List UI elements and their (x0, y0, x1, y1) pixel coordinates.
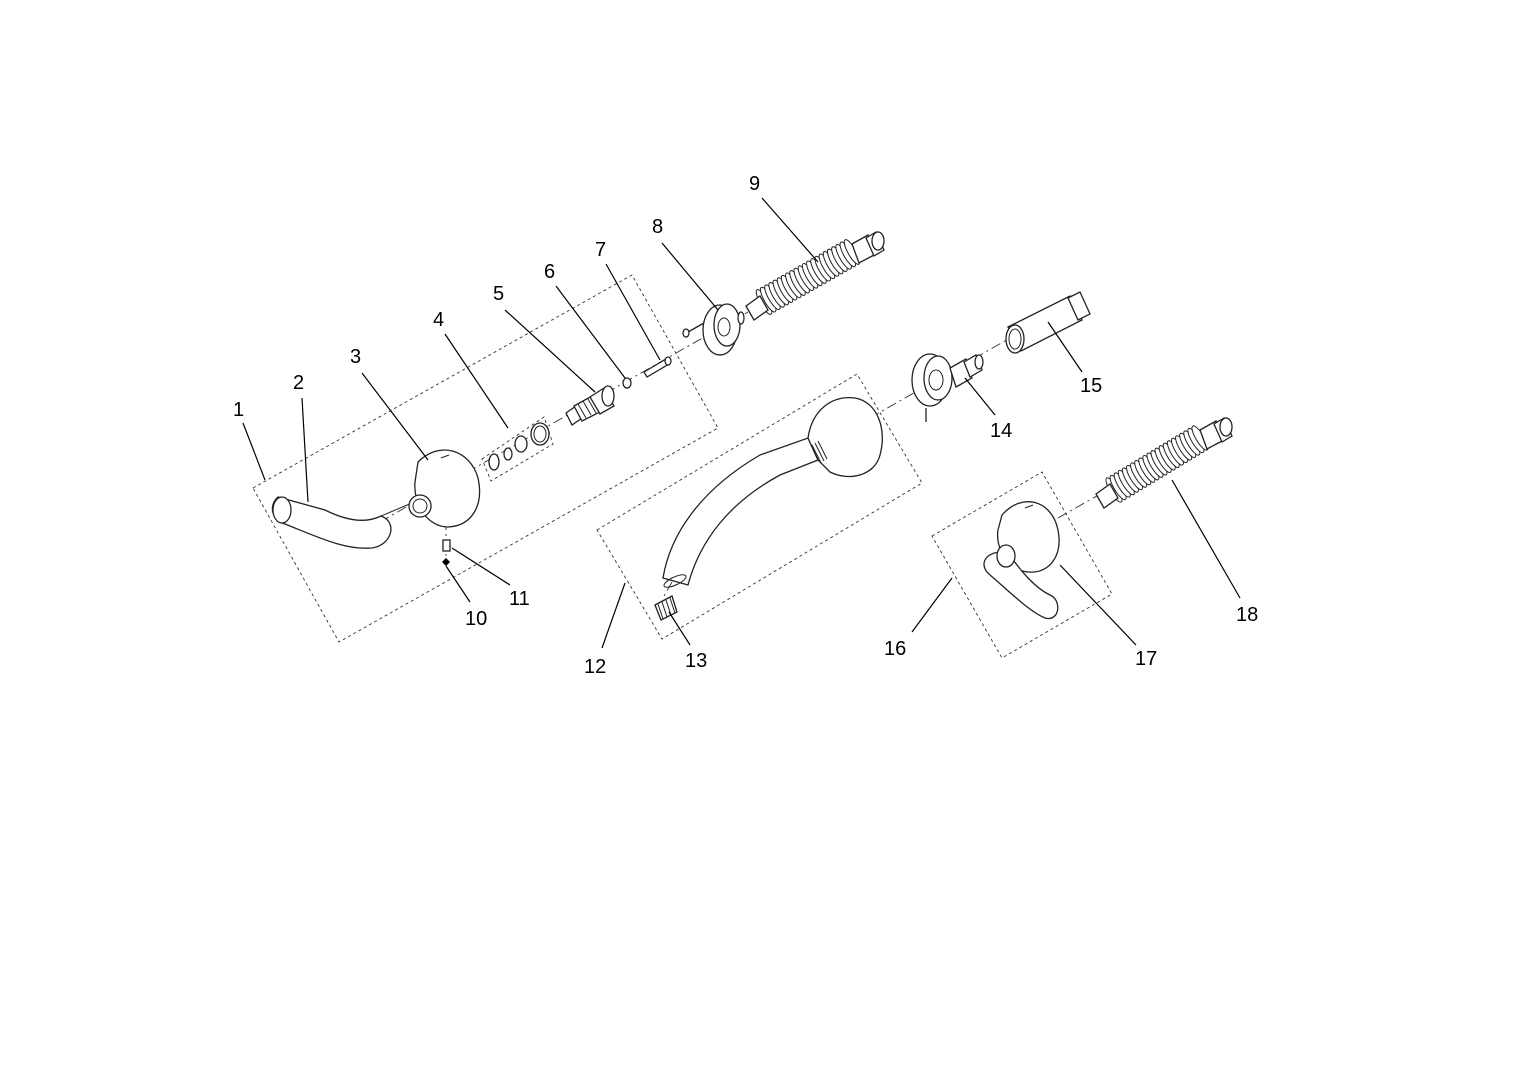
part-18-valve-body (1095, 417, 1233, 509)
callout-9: 9 (749, 173, 760, 195)
part-10-cap (442, 558, 450, 566)
leader-11 (451, 547, 511, 586)
callout-7: 7 (595, 239, 606, 261)
part-9-valve-body (745, 231, 885, 321)
part-18-ribs (1105, 425, 1209, 503)
axis-right-assembly (1057, 492, 1103, 519)
callout-16: 16 (884, 638, 906, 660)
part-9-ribs (755, 239, 861, 315)
part-11-grub-screw (442, 539, 451, 552)
callout-3: 3 (350, 346, 361, 368)
callout-15: 15 (1080, 375, 1102, 397)
leader-10 (445, 565, 471, 603)
group-box-12 (596, 373, 923, 640)
callout-11: 11 (509, 588, 530, 610)
part-2-lever-handle (271, 496, 413, 549)
callout-4: 4 (433, 309, 444, 331)
leader-6 (555, 285, 626, 379)
leader-16 (911, 577, 953, 633)
leader-13 (668, 611, 691, 646)
leader-7 (605, 263, 661, 361)
callout-14: 14 (990, 420, 1012, 442)
part-14-wall-flange (911, 353, 984, 422)
callout-17: 17 (1135, 648, 1157, 670)
leader-14 (964, 377, 996, 416)
callout-6: 6 (544, 261, 555, 283)
leader-5 (504, 309, 596, 393)
callout-18: 18 (1236, 604, 1258, 626)
part-16-lever-handle (983, 544, 1059, 620)
part-3-escutcheon (408, 449, 481, 528)
leader-lines (242, 197, 1241, 649)
leader-8 (661, 242, 719, 311)
leader-17 (1059, 564, 1137, 646)
part-13-aerator (654, 595, 678, 621)
callout-1: 1 (233, 399, 244, 421)
part-6-washer (622, 377, 632, 389)
group-box-4 (481, 416, 554, 482)
callout-2: 2 (293, 372, 304, 394)
leader-4 (444, 333, 509, 429)
leader-15 (1047, 321, 1083, 373)
callout-8: 8 (652, 216, 663, 238)
part-8-wall-flange (682, 303, 745, 356)
group-box-16 (931, 471, 1113, 659)
part-15-sleeve (1005, 291, 1091, 354)
callout-labels: 1 2 3 4 5 6 7 8 9 10 11 12 13 14 15 16 1… (233, 173, 1258, 678)
part-12-spout (662, 397, 883, 588)
leader-12 (601, 582, 626, 649)
callout-12: 12 (584, 656, 606, 678)
callout-13: 13 (685, 650, 707, 672)
leader-9 (761, 197, 819, 263)
axis-aerator (663, 581, 673, 597)
part-4-rings (488, 422, 550, 471)
part-7-extension-pin (643, 356, 672, 378)
callout-10: 10 (465, 608, 487, 630)
part-5-spindle (565, 385, 615, 426)
leader-18 (1171, 479, 1241, 599)
leader-1 (242, 422, 266, 481)
leader-3 (361, 372, 429, 461)
group-box-1 (252, 274, 719, 643)
callout-5: 5 (493, 283, 504, 305)
leader-2 (301, 397, 309, 503)
